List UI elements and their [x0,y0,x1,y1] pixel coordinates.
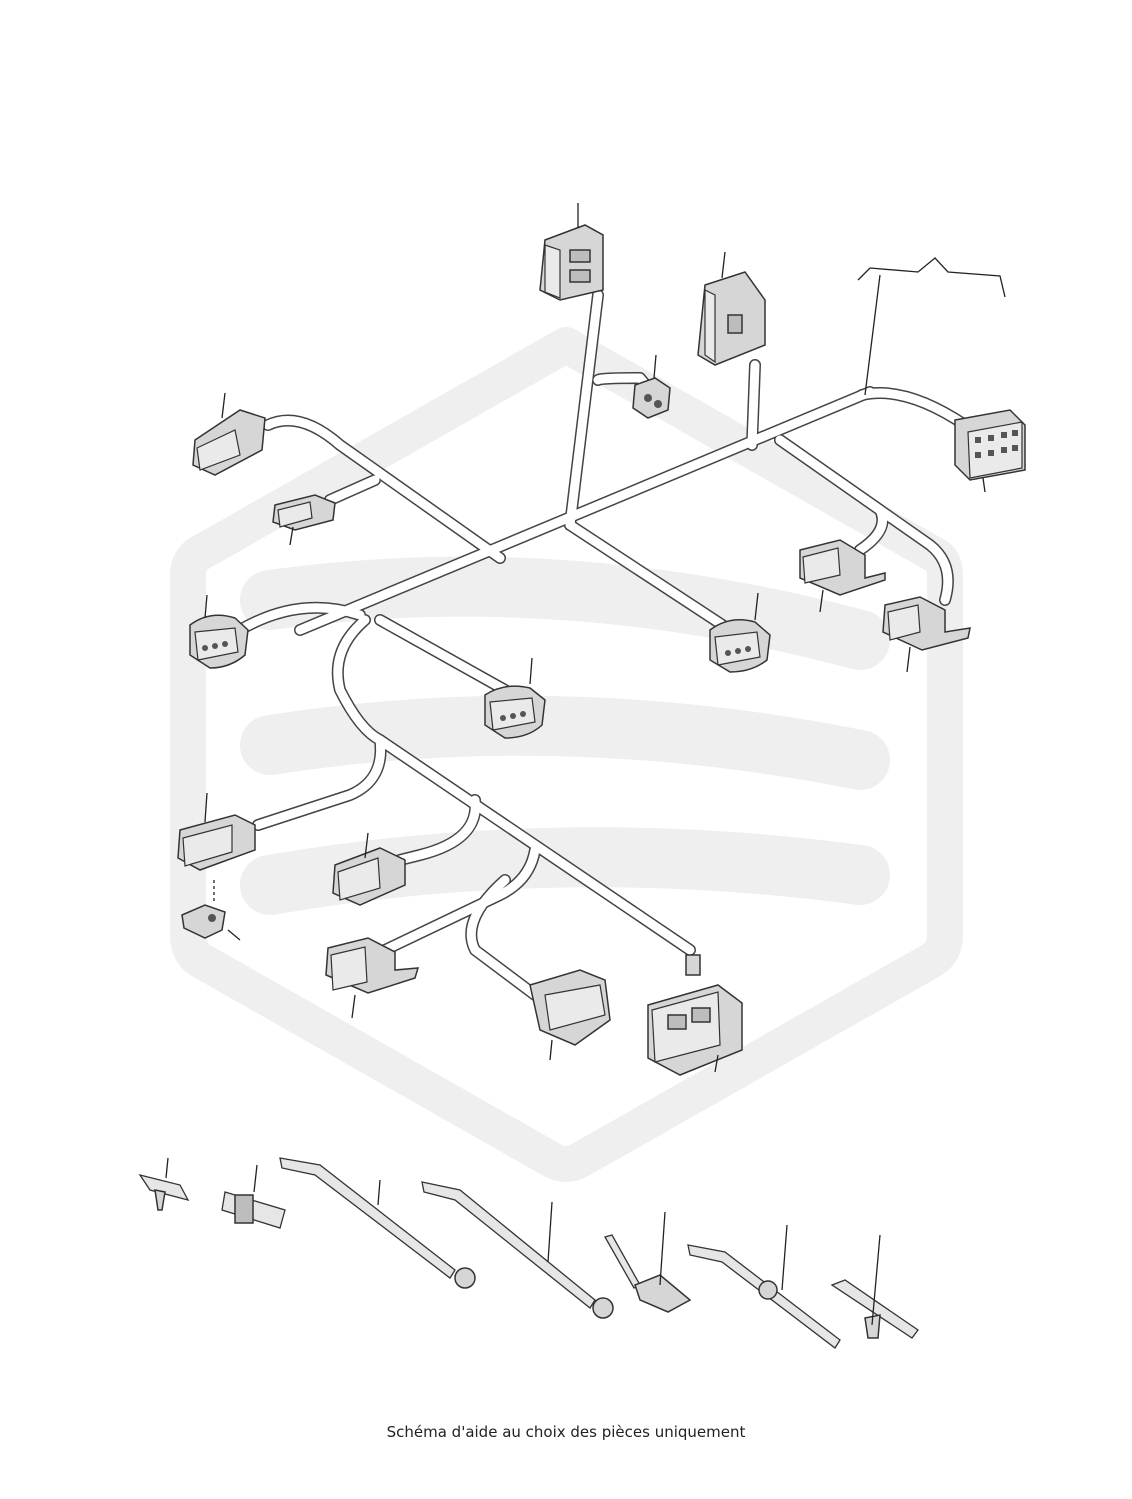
connector-lower-center-latch[interactable] [332,832,406,906]
connector-top-multipin[interactable] [539,203,604,301]
connector-oval-left[interactable] [189,594,249,669]
expanding-rivet-clip[interactable] [138,1157,190,1211]
connector-small-center[interactable] [632,354,671,419]
diagram-caption: Schéma d'aide au choix des pièces unique… [386,1423,746,1441]
connector-oval-center[interactable] [484,657,546,739]
edge-clip[interactable] [221,1164,286,1229]
connector-right-mid-2[interactable] [882,596,971,673]
connector-upper-left[interactable] [192,392,266,476]
cable-tie-1[interactable] [279,1157,476,1289]
cable-tie-2[interactable] [421,1181,614,1319]
connector-right-12pin[interactable] [857,257,1026,493]
connector-right-mid-1[interactable] [799,539,886,613]
cable-tie-clip[interactable] [604,1211,692,1313]
connector-lower-left[interactable] [177,792,256,871]
connector-bottom-left[interactable] [325,937,420,1019]
harness-cables [234,289,971,1001]
connector-oval-right[interactable] [709,592,771,673]
fastener-row [138,1157,919,1349]
connector-flat-left[interactable] [272,494,336,546]
connector-top-right-multipin[interactable] [697,251,766,366]
clip-lower-left[interactable] [181,880,241,941]
cable-tie-3[interactable] [687,1224,841,1349]
connector-bottom-right-large[interactable] [647,954,743,1076]
clip-strip[interactable] [830,1234,919,1339]
connector-bottom-center[interactable] [529,969,611,1061]
